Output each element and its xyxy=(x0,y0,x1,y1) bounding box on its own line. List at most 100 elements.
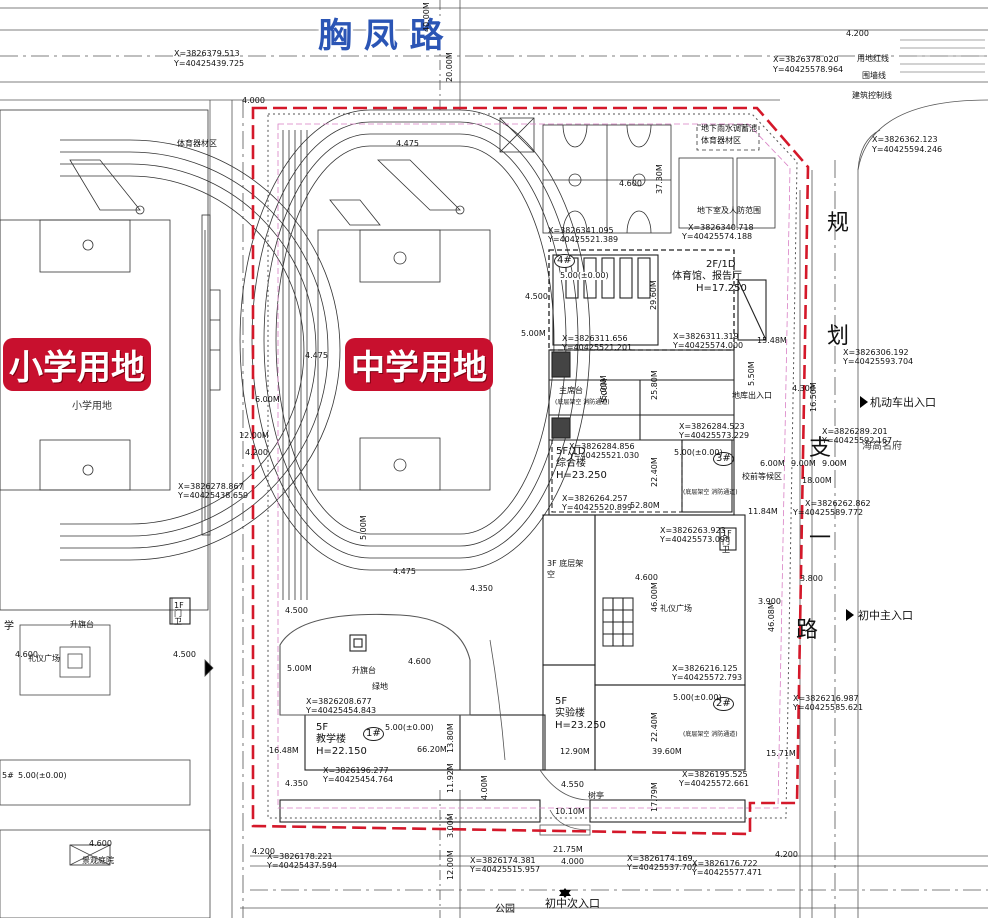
elevation: 4.475 xyxy=(396,139,419,148)
elevation: 3.900 xyxy=(758,597,781,606)
coord-x: X=3826284.856 xyxy=(569,442,635,451)
elevation: 4.300 xyxy=(792,384,815,393)
coord-y: Y=40425593.704 xyxy=(843,357,914,366)
coord-y: Y=40425574.000 xyxy=(673,341,744,350)
elevation: 4.475 xyxy=(393,567,416,576)
flag-platform-label: 升旗台 xyxy=(352,666,376,675)
north-road xyxy=(0,0,988,110)
east-road-char-4: 一 xyxy=(809,526,832,551)
coord-x: X=3826262.862 xyxy=(805,499,871,508)
property-red-line xyxy=(251,106,810,836)
primary-plaza-label: 礼仪广场 xyxy=(28,654,60,663)
dimension: 29.60M xyxy=(649,280,658,310)
dimension: 15.48M xyxy=(757,336,787,345)
north-road-name: 胸 凤 路 xyxy=(318,16,444,56)
b3-elev: 5.00(±0.00) xyxy=(674,448,723,457)
pavilion-label: 树亭 xyxy=(588,791,604,800)
stage-note: (底层架空 消防通道) xyxy=(555,399,610,406)
b3-name: 综合楼 xyxy=(556,458,586,469)
coord-x: X=3826264.257 xyxy=(562,494,628,503)
dimension: 16.48M xyxy=(269,746,299,755)
coord-x: X=3826208.677 xyxy=(306,697,372,706)
dimension: 22.40M xyxy=(650,457,659,487)
primary-school-south xyxy=(0,597,214,918)
crosswalk-ne xyxy=(900,39,985,73)
lab-height: H=23.250 xyxy=(555,720,606,731)
guard-east-label: 1F 门卫 xyxy=(722,529,732,554)
build-control-line xyxy=(277,123,791,809)
coord-x: X=3826278.867 xyxy=(178,482,244,491)
b4-floors: 2F/1D xyxy=(706,259,736,270)
elevation: 4.500 xyxy=(525,292,548,301)
b1-elev: 5.00(±0.00) xyxy=(385,723,434,732)
vehicle-entrance-label: 机动车出入口 xyxy=(870,396,936,409)
elevation: 3.800 xyxy=(800,574,823,583)
primary-elev-5: 5.00(±0.00) xyxy=(18,771,67,780)
dimension: 15.71M xyxy=(766,749,796,758)
ritual-plaza-label: 礼仪广场 xyxy=(660,604,692,613)
b3-height: H=23.250 xyxy=(556,470,607,481)
coord-x: X=3826196.277 xyxy=(323,766,389,775)
dimension: 5.00M xyxy=(521,329,546,338)
dimension: 5.50M xyxy=(747,361,756,386)
dimension: 11.92M xyxy=(446,763,455,793)
dimension: 25.80M xyxy=(650,370,659,400)
main-entry-arrow xyxy=(846,609,854,621)
dimension: 17.79M xyxy=(650,782,659,812)
coord-y: Y=40425585.621 xyxy=(793,703,864,712)
coord-y: Y=40425572.793 xyxy=(672,673,743,682)
dimension: 6.00M xyxy=(255,395,280,404)
coord-y: Y=40425515.957 xyxy=(470,865,541,874)
coord-y: Y=40425573.229 xyxy=(679,431,750,440)
coord-y: Y=40425537.707 xyxy=(627,863,698,872)
dimension: 13.80M xyxy=(446,723,455,753)
dimension: 18.00M xyxy=(802,476,832,485)
primary-flag-label: 升旗台 xyxy=(70,620,94,629)
yard-elev: 4.600 xyxy=(89,839,112,848)
elevation: 4.475 xyxy=(305,351,328,360)
haigao-label: 海高名府 xyxy=(862,441,902,452)
b3-floors: 5F/1D xyxy=(556,446,586,457)
dimension: 22.40M xyxy=(650,712,659,742)
legend-wall: 围墙线 xyxy=(862,71,886,80)
coord-y: Y=40425573.098 xyxy=(660,535,731,544)
coord-x: X=3826341.095 xyxy=(548,226,614,235)
coord-y: Y=40425454.764 xyxy=(323,775,394,784)
coord-x: X=3826362.123 xyxy=(872,135,938,144)
basketball-courts xyxy=(499,117,776,234)
dimension: 12.00M xyxy=(239,431,269,440)
coord-x: X=3826311.656 xyxy=(562,334,628,343)
coord-x: X=3826311.319 xyxy=(673,332,739,341)
elevation: 4.500 xyxy=(173,650,196,659)
coord-x: X=3826284.523 xyxy=(679,422,745,431)
dimension: 5.00M xyxy=(287,664,312,673)
b1-name: 教学楼 xyxy=(316,734,346,745)
open-floor-label: 3F 底层架空 xyxy=(547,559,584,580)
b3-note: (底层架空 消防通道) xyxy=(683,489,738,496)
dimension: 39.60M xyxy=(652,747,682,756)
yard-label: 景观庭院 xyxy=(82,856,114,865)
east-road-char-3: 支 xyxy=(809,436,832,461)
elevation: 4.600 xyxy=(408,657,431,666)
dimension: 5.00M xyxy=(359,515,368,540)
b2-note: (底层架空 消防通道) xyxy=(683,731,738,738)
east-road-char-5: 路 xyxy=(796,618,819,643)
legend-red-line: 用地红线 xyxy=(857,54,889,63)
equipment-area-label: 体育器材区 xyxy=(701,136,741,145)
green-label: 绿地 xyxy=(372,682,388,691)
primary-school-land-tag: 小学用地 xyxy=(3,338,151,391)
b2-elev: 5.00(±0.00) xyxy=(673,693,722,702)
elevation: 4.350 xyxy=(470,584,493,593)
guard-north-label: 1F 门卫 xyxy=(174,601,184,626)
dimension: 6.00M xyxy=(760,459,785,468)
waiting-area-label: 校前等候区 xyxy=(742,472,782,481)
dimension: 40.00M xyxy=(422,2,431,32)
coord-y: Y=40425592.167 xyxy=(822,436,893,445)
b3-id: 3# xyxy=(713,452,734,466)
dimension: 16.50M xyxy=(809,382,818,412)
secondary-entrance-label: 初中次入口 xyxy=(545,897,600,910)
coord-y: Y=40425520.899 xyxy=(562,503,633,512)
dimension: 9.00M xyxy=(822,459,847,468)
lab-floors: 5F xyxy=(555,696,568,707)
dimension: 21.75M xyxy=(553,845,583,854)
